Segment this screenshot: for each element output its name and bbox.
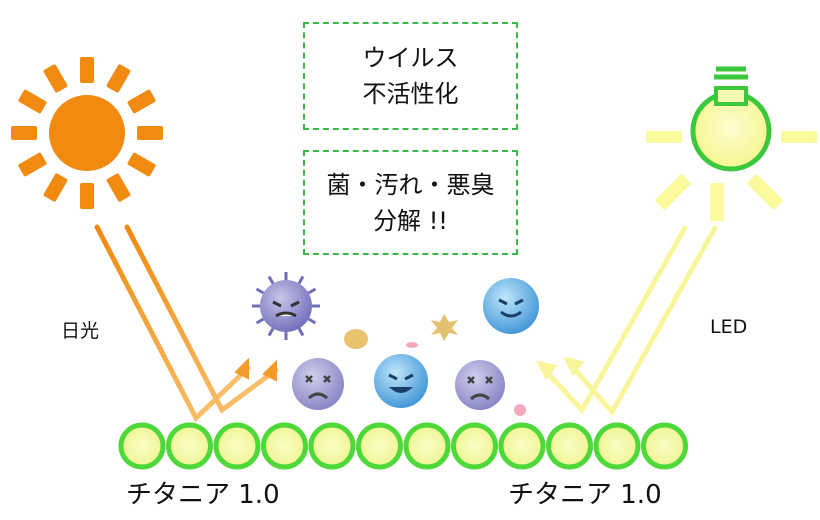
light-bulb-icon [646,66,817,221]
titania-particle-icon [546,422,593,470]
virus-inactivation-line2: 不活性化 [362,80,459,108]
germ-icon [374,354,428,408]
virus-icon [455,360,505,410]
titania-particle-icon [213,422,261,470]
titania-particle-icon [593,422,641,470]
titania-label-right: チタニア 1.0 [508,480,662,510]
decomposition-line1: 菌・汚れ・悪臭 [326,170,495,199]
titania-particle-icon [356,422,403,470]
titania-particle-icon [641,422,688,470]
titania-label-left: チタニア 1.0 [126,480,280,510]
decomposition-line2: 分解 !! [373,206,448,235]
virus-icon [252,272,320,340]
titania-particle-icon [308,422,356,470]
decomposition-box: 菌・汚れ・悪臭 分解 !! [303,150,518,255]
titania-particle-icon [118,422,166,470]
titania-particle-icon [403,422,451,470]
titania-particle-icon [166,422,213,470]
titania-particle-row [118,422,688,470]
sun-icon [11,57,163,209]
titania-particle-icon [451,422,498,470]
titania-particle-icon [261,422,308,470]
virus-icon [292,358,344,410]
sunlight-arrows [94,224,279,423]
led-light-arrows [536,225,718,417]
germ-icon [483,278,539,334]
virus-inactivation-line1: ウイルス [362,44,459,72]
sunlight-label: 日光 [61,320,100,342]
led-label: LED [710,316,748,338]
titania-particle-icon [498,422,546,470]
dust-icon [344,314,526,416]
virus-inactivation-box: ウイルス 不活性化 [303,22,518,130]
